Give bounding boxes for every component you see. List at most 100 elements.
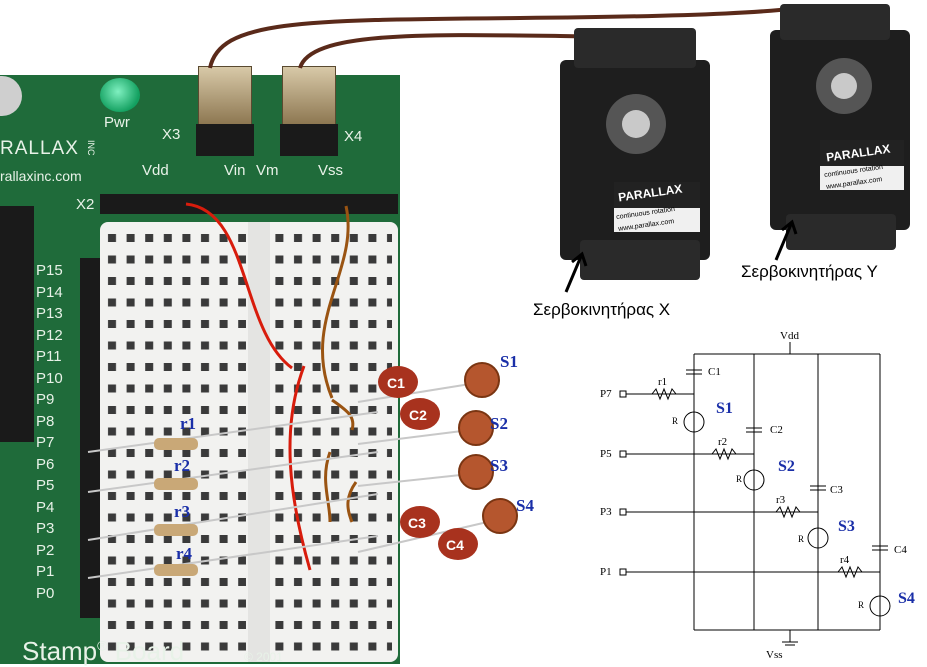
schematic-c2-label: C2	[770, 424, 783, 436]
sensor-lead-s3	[357, 473, 471, 487]
resistor-lead-r4	[87, 535, 379, 579]
pin-label-p14: P14	[36, 284, 63, 301]
schematic-s4-label: S4	[898, 590, 915, 607]
header-x2	[100, 194, 398, 214]
pin-label-p1: P1	[36, 563, 55, 580]
schematic-s1	[683, 411, 705, 433]
resistor-r1	[154, 438, 198, 450]
circuit-schematic	[619, 342, 891, 646]
label-s4: S4	[516, 496, 534, 515]
corner-capacitor	[0, 76, 22, 116]
pin-label-p0: P0	[36, 585, 55, 602]
schematic-p5: P5	[600, 448, 612, 460]
label-c2: C2	[409, 407, 427, 423]
pin-label-p3: P3	[36, 520, 55, 537]
resistor-lead-r2	[87, 451, 379, 493]
schematic-s3	[807, 527, 829, 549]
pin-label-p11: P11	[36, 348, 62, 365]
capacitor-c4	[438, 528, 478, 560]
schematic-s4	[869, 595, 891, 617]
pwr-label: Pwr	[104, 114, 130, 131]
board-footer: Stamp® Board	[22, 636, 184, 667]
capacitor-c2	[400, 398, 440, 430]
label-s2: S2	[490, 414, 508, 433]
schematic-r-s3: R	[798, 534, 805, 544]
brown-wire-c4	[346, 481, 358, 523]
servos-illustration	[560, 4, 910, 293]
servo-x-shaft	[622, 110, 650, 138]
resistor-lead-r3	[87, 493, 379, 541]
schematic-r1-label: r1	[658, 376, 668, 388]
schematic-r-s4: R	[858, 600, 865, 610]
servo-connector-x3	[198, 66, 252, 126]
sensor-lead-s1	[357, 383, 471, 403]
schematic-c3-label: C3	[830, 484, 843, 496]
schematic-r1	[651, 387, 677, 401]
board-footer-reg: ®	[97, 637, 108, 654]
pin-label-p8: P8	[36, 413, 55, 430]
schematic-p7: P7	[600, 388, 612, 400]
schematic-r2-label: r2	[718, 436, 728, 448]
pin-label-p13: P13	[36, 305, 63, 322]
schematic-s2	[743, 469, 765, 491]
brown-wire-c3	[324, 451, 332, 523]
servo-cable-x3	[208, 6, 801, 69]
pin-label-p10: P10	[36, 370, 63, 387]
board-footer-board: Board	[114, 636, 185, 666]
pin-label-p6: P6	[36, 456, 55, 473]
resistor-r2	[154, 478, 198, 490]
terminal-p1	[619, 568, 627, 576]
schematic-r4	[837, 565, 863, 579]
label-r1: r1	[180, 414, 197, 433]
capacitor-c3	[400, 506, 440, 538]
resistor-r4	[154, 564, 198, 576]
schematic-s1-label: S1	[716, 400, 733, 417]
schematic-s2-label: S2	[778, 458, 795, 475]
left-header	[0, 206, 34, 442]
schematic-s3-label: S3	[838, 518, 855, 535]
terminal-p3	[619, 508, 627, 516]
servo-y-sticker-band	[820, 140, 904, 166]
servo-y-top	[780, 4, 890, 40]
pin-label-p7: P7	[36, 434, 55, 451]
vss-label: Vss	[318, 162, 344, 179]
servo-x-sticker-band	[614, 182, 700, 208]
vdd-label: Vdd	[142, 162, 169, 179]
x3-label: X3	[162, 126, 181, 143]
label-r2: r2	[174, 456, 191, 475]
schematic-c4-label: C4	[894, 544, 907, 556]
pin-label-p4: P4	[36, 499, 55, 516]
label-r4: r4	[176, 544, 193, 563]
label-c1: C1	[387, 375, 405, 391]
pin-header	[80, 258, 100, 618]
board-copyright: © 2001	[244, 650, 283, 664]
schematic-p3: P3	[600, 506, 612, 518]
servo-x-arrow	[564, 251, 588, 293]
brown-wire-vss	[321, 205, 350, 399]
schematic-vdd: Vdd	[780, 330, 799, 342]
board-brand-inc: INC	[86, 140, 96, 156]
schematic-r-s2: R	[736, 474, 743, 484]
vin-label: Vin	[224, 162, 246, 179]
servo-x-caption: Σερβοκινητήρας Χ	[533, 300, 671, 319]
servo-y-arrow	[774, 219, 798, 261]
photoresistor-s2	[458, 410, 494, 446]
label-c3: C3	[408, 515, 426, 531]
pin-label-p12: P12	[36, 327, 63, 344]
servo-y-shaft	[831, 73, 857, 99]
photoresistor-s1	[464, 362, 500, 398]
resistor-r3	[154, 524, 198, 536]
pin-label-p9: P9	[36, 391, 55, 408]
board-footer-stamp: Stamp	[22, 636, 98, 666]
board-brand: RALLAX	[0, 138, 79, 160]
terminal-p7	[619, 390, 627, 398]
header-x3	[196, 124, 254, 156]
board-brand-text: RALLAX	[0, 138, 79, 159]
label-s1: S1	[500, 352, 518, 371]
schematic-c1-label: C1	[708, 366, 721, 378]
schematic-vss: Vss	[766, 649, 783, 661]
brown-wire-c2	[331, 398, 355, 431]
photoresistor-s4	[482, 498, 518, 534]
pin-label-p5: P5	[36, 477, 55, 494]
header-x4	[280, 124, 338, 156]
